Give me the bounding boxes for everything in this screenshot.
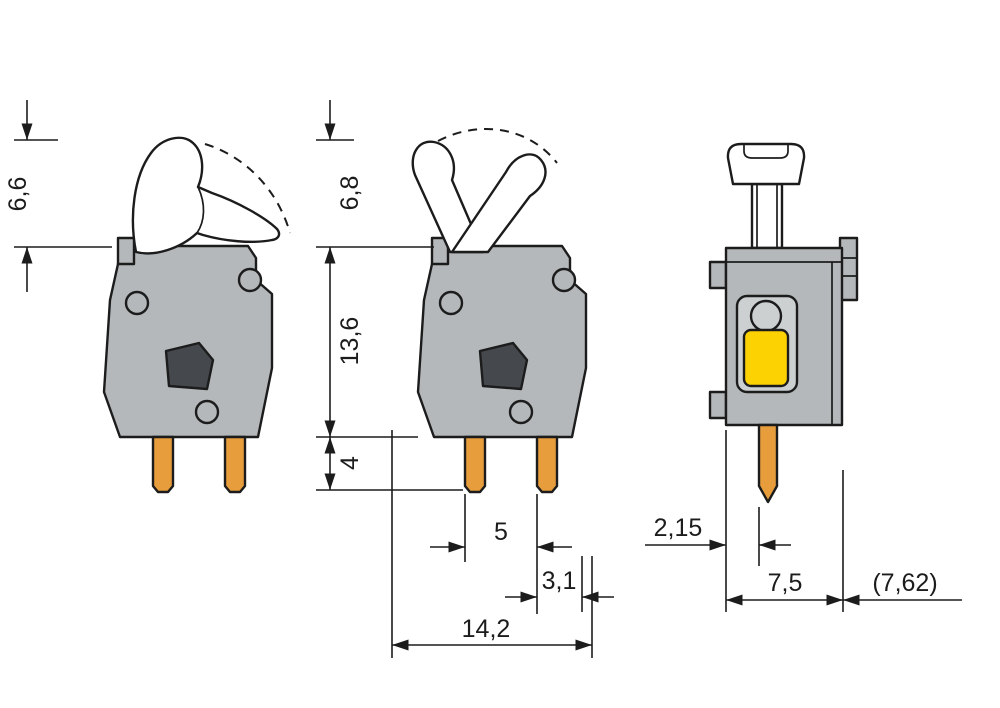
lever-cap-slot bbox=[743, 145, 789, 159]
dims-side-open-vertical: 6,8 13,6 4 bbox=[316, 100, 463, 491]
dims-side-open-horizontal: 5 3,1 14,2 bbox=[391, 430, 614, 658]
clamp-spring-eye bbox=[749, 299, 783, 333]
dim-label-lever-height-closed: 6,6 bbox=[4, 177, 32, 212]
lever-cap bbox=[726, 142, 806, 186]
mounting-hole bbox=[438, 290, 464, 316]
dim-label-pin-length: 4 bbox=[336, 456, 364, 470]
terminal-body bbox=[416, 244, 588, 439]
dim-label-body-height: 13,6 bbox=[336, 317, 364, 366]
mounting-hole bbox=[237, 267, 263, 293]
solder-pin-right bbox=[223, 435, 247, 494]
actuation-lever bbox=[131, 136, 281, 255]
mounting-hole bbox=[551, 267, 577, 293]
actuation-lever-position-left bbox=[411, 140, 485, 254]
mounting-hole bbox=[194, 399, 220, 425]
lever-contour-line bbox=[196, 186, 205, 234]
terminal-body bbox=[102, 244, 274, 439]
lever-motion-arc bbox=[204, 143, 291, 234]
view-front bbox=[708, 142, 859, 504]
dim-label-pin-pitch: 5 bbox=[494, 518, 508, 546]
push-button bbox=[742, 328, 790, 388]
wire-entry-port bbox=[478, 341, 529, 391]
dim-label-overall-width: 14,2 bbox=[462, 615, 511, 643]
actuation-lever-position-right bbox=[450, 153, 547, 254]
solder-pin-right bbox=[535, 435, 559, 494]
latch-tab bbox=[430, 236, 450, 266]
dims-front: 2,15 7,5 (7,62) bbox=[645, 430, 962, 612]
dims-side-closed: 6,6 bbox=[4, 100, 112, 292]
dim-label-front-pin-offset: 2,15 bbox=[654, 514, 703, 542]
latch-tab bbox=[116, 236, 136, 266]
solder-pin-left bbox=[151, 435, 175, 494]
view-side-closed bbox=[102, 136, 291, 494]
dim-label-pin-to-edge: 3,1 bbox=[542, 567, 577, 595]
wire-entry-port bbox=[164, 341, 215, 391]
dim-label-lever-height-open: 6,8 bbox=[336, 176, 364, 211]
solder-pin-front bbox=[757, 423, 779, 504]
mounting-hole bbox=[124, 290, 150, 316]
dim-label-front-width: 7,5 bbox=[768, 569, 803, 597]
side-tab-upper bbox=[708, 260, 728, 290]
side-tab-lower bbox=[708, 390, 728, 420]
solder-pin-left bbox=[463, 435, 487, 494]
lever-motion-arc bbox=[437, 128, 558, 164]
dim-label-grid-pitch: (7,62) bbox=[872, 569, 937, 597]
view-side-open bbox=[411, 128, 588, 494]
mounting-hole bbox=[508, 399, 534, 425]
